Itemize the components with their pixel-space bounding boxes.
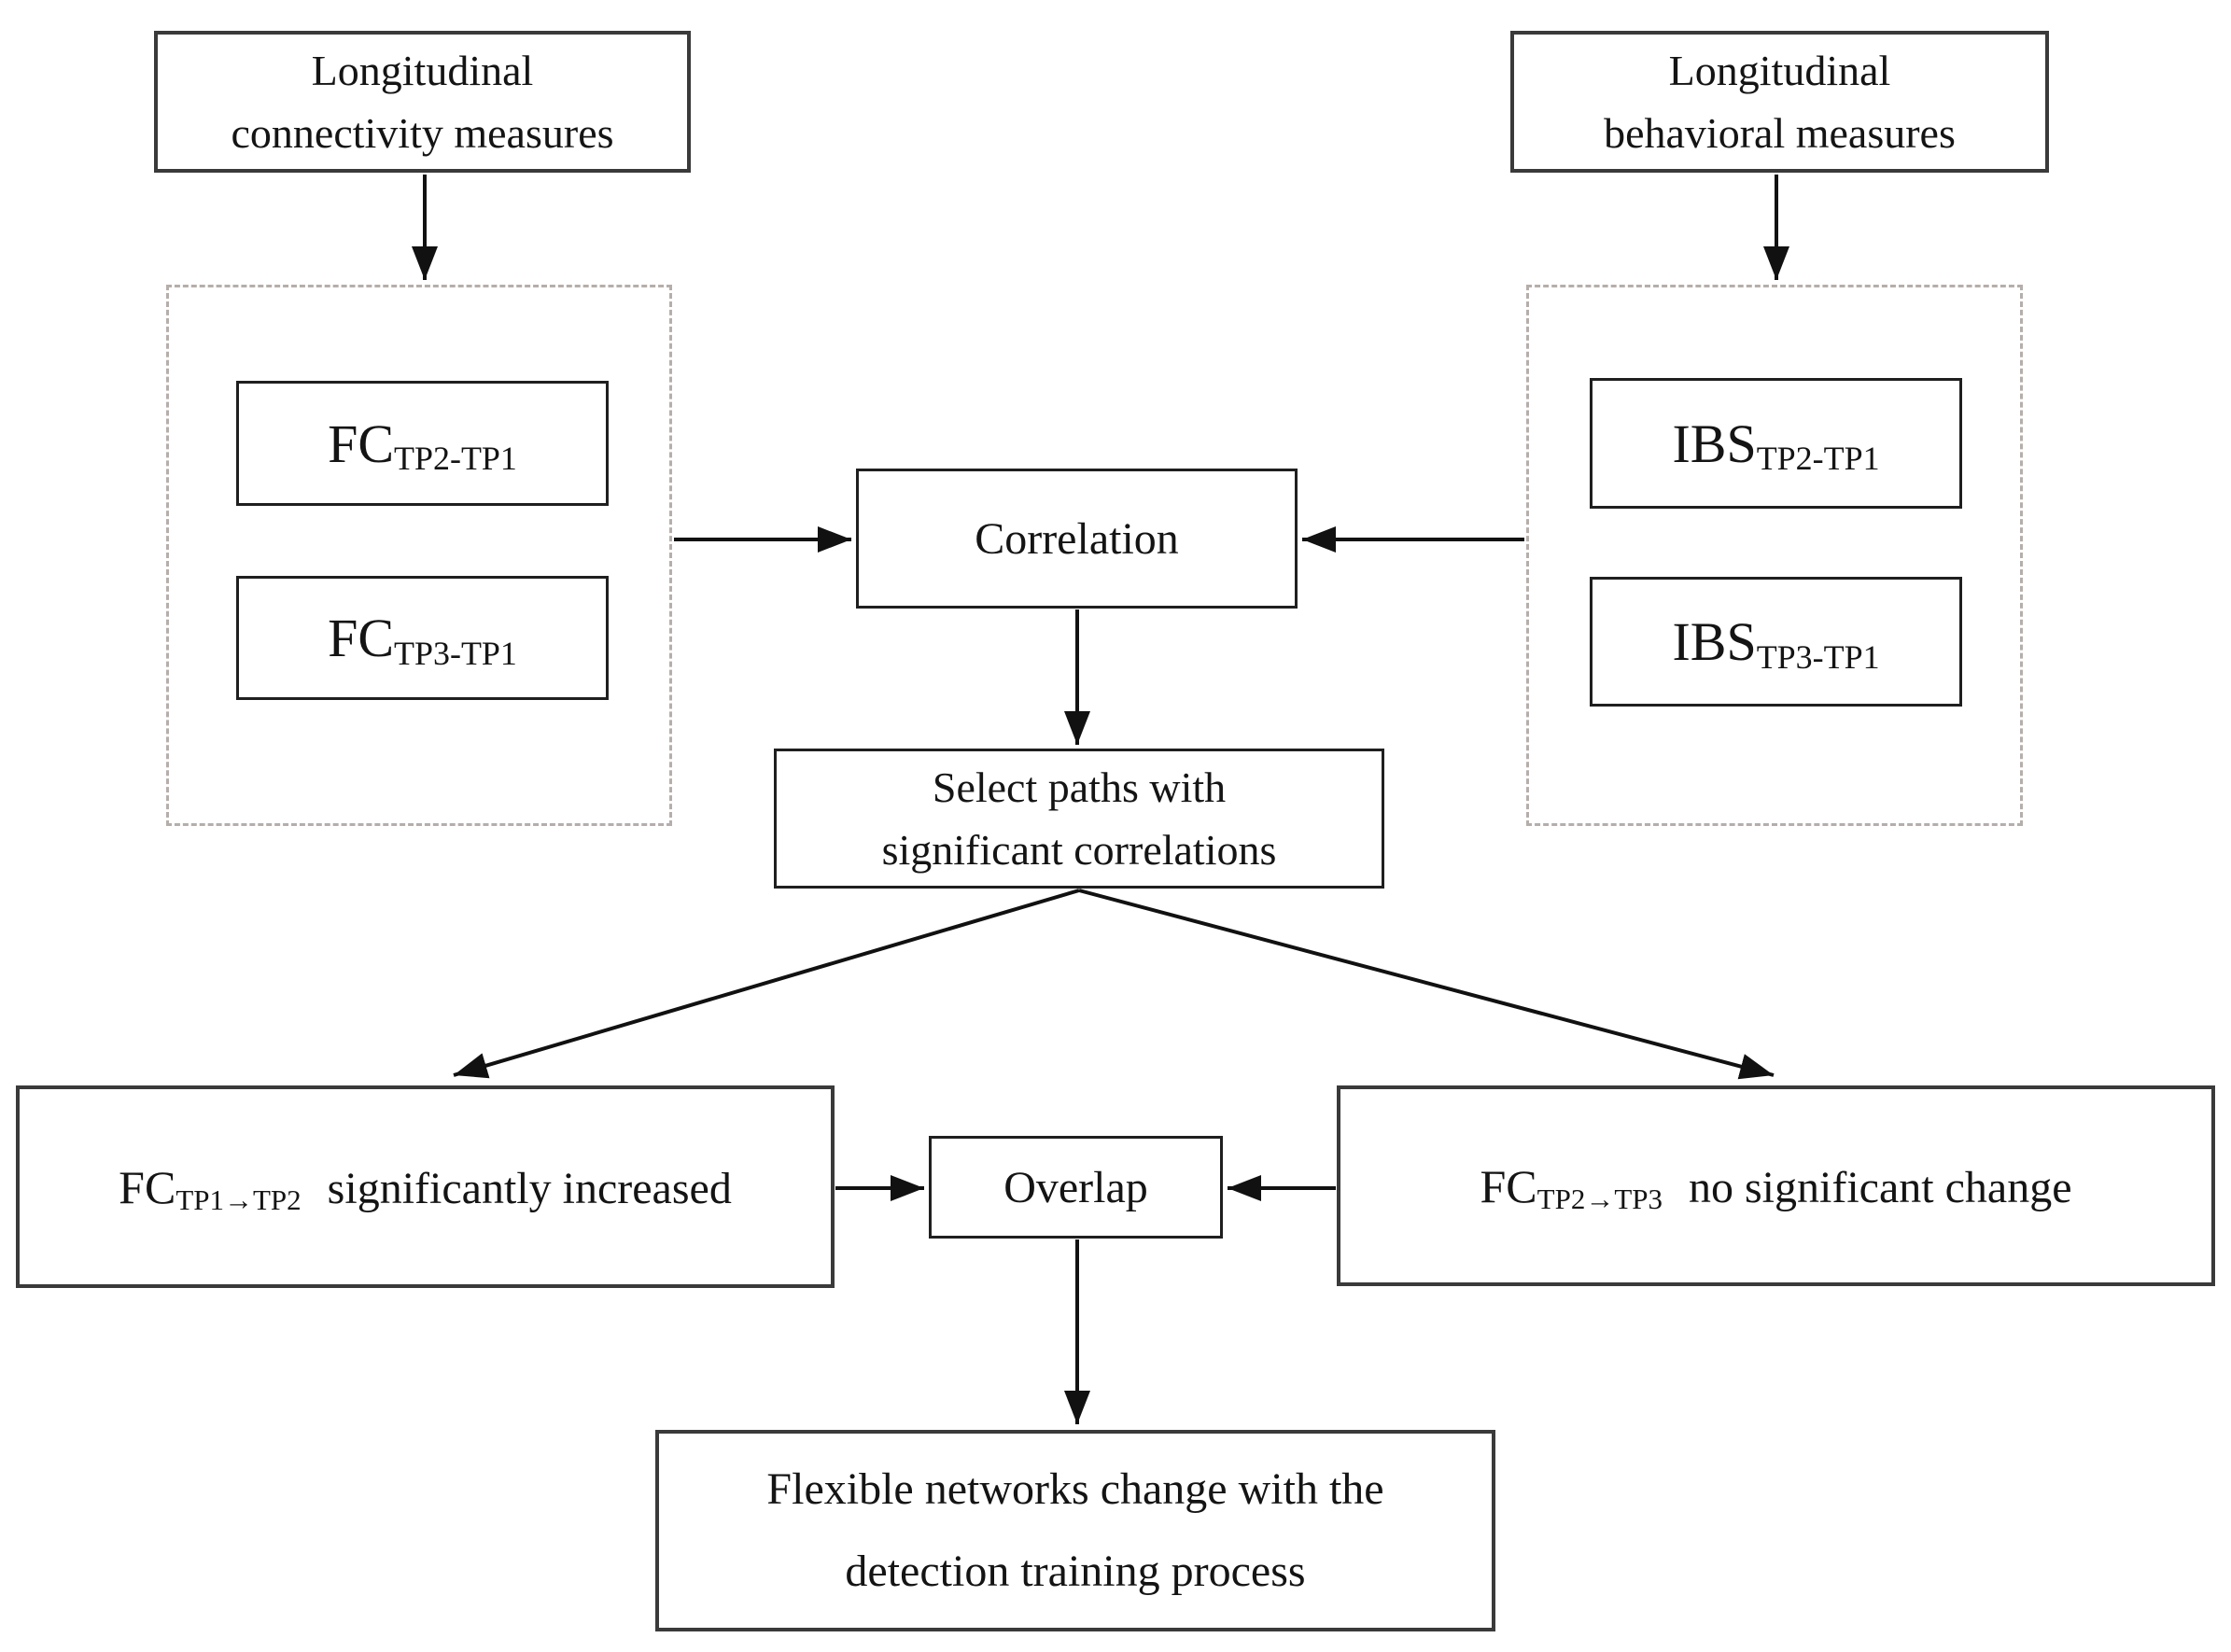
node-fc-tp1-tp2-significantly-increased: FCTP1→TP2 significantly increased bbox=[16, 1085, 835, 1288]
arrow-select-to-fc-no-change bbox=[1078, 889, 1775, 1080]
node-text-line: Flexible networks change with the bbox=[766, 1464, 1384, 1514]
formula-text: IBSTP3-TP1 bbox=[1672, 610, 1880, 676]
formula-subscript: TP2-TP1 bbox=[1756, 440, 1880, 478]
node-text-line: Longitudinal bbox=[1668, 47, 1891, 94]
node-ibs-tp2-tp1: IBSTP2-TP1 bbox=[1590, 378, 1962, 509]
node-overlap: Overlap bbox=[929, 1136, 1223, 1239]
formula-subscript: TP1→TP2 bbox=[175, 1183, 302, 1216]
formula-text: IBSTP2-TP1 bbox=[1672, 413, 1880, 478]
node-text-line: Select paths with bbox=[932, 763, 1227, 811]
formula-subscript: TP2→TP3 bbox=[1536, 1182, 1663, 1215]
node-fc-tp2-tp3-no-significant-change: FCTP2→TP3 no significant change bbox=[1337, 1085, 2215, 1286]
node-text-line: connectivity measures bbox=[231, 109, 614, 157]
formula-description: significantly increased bbox=[327, 1163, 732, 1213]
node-select-paths: Select paths with significant correlatio… bbox=[774, 749, 1384, 889]
formula-subscript: TP3-TP1 bbox=[1756, 637, 1880, 676]
node-flexible-networks: Flexible networks change with the detect… bbox=[655, 1430, 1495, 1631]
node-text: Overlap bbox=[1003, 1162, 1148, 1212]
node-longitudinal-behavioral-measures: Longitudinal behavioral measures bbox=[1510, 31, 2049, 173]
node-ibs-tp3-tp1: IBSTP3-TP1 bbox=[1590, 577, 1962, 707]
node-longitudinal-connectivity-measures: Longitudinal connectivity measures bbox=[154, 31, 691, 173]
formula-main: FC bbox=[328, 413, 395, 474]
formula-text: FCTP2→TP3 no significant change bbox=[1480, 1159, 2072, 1215]
formula-main: FC bbox=[1480, 1159, 1537, 1212]
arrow-select-to-fc-increased bbox=[453, 889, 1080, 1079]
formula-main: IBS bbox=[1672, 611, 1757, 672]
node-fc-tp2-tp1: FCTP2-TP1 bbox=[236, 381, 609, 506]
formula-subscript: TP3-TP1 bbox=[394, 634, 517, 672]
node-text-line: detection training process bbox=[845, 1547, 1306, 1596]
node-fc-tp3-tp1: FCTP3-TP1 bbox=[236, 576, 609, 700]
node-text-line: Longitudinal bbox=[311, 47, 534, 94]
formula-main: FC bbox=[328, 608, 395, 668]
formula-text: FCTP3-TP1 bbox=[328, 607, 517, 672]
formula-text: FCTP1→TP2 significantly increased bbox=[119, 1160, 732, 1216]
node-text-line: behavioral measures bbox=[1604, 109, 1956, 157]
node-text-line: significant correlations bbox=[881, 826, 1277, 874]
ibs-measures-group bbox=[1526, 285, 2023, 826]
node-correlation: Correlation bbox=[856, 469, 1298, 609]
formula-text: FCTP2-TP1 bbox=[328, 413, 517, 478]
formula-main: IBS bbox=[1672, 413, 1757, 474]
formula-main: FC bbox=[119, 1160, 176, 1213]
formula-description: no significant change bbox=[1689, 1162, 2072, 1212]
fc-measures-group bbox=[166, 285, 672, 826]
node-text: Correlation bbox=[975, 513, 1179, 564]
formula-subscript: TP2-TP1 bbox=[394, 440, 517, 478]
